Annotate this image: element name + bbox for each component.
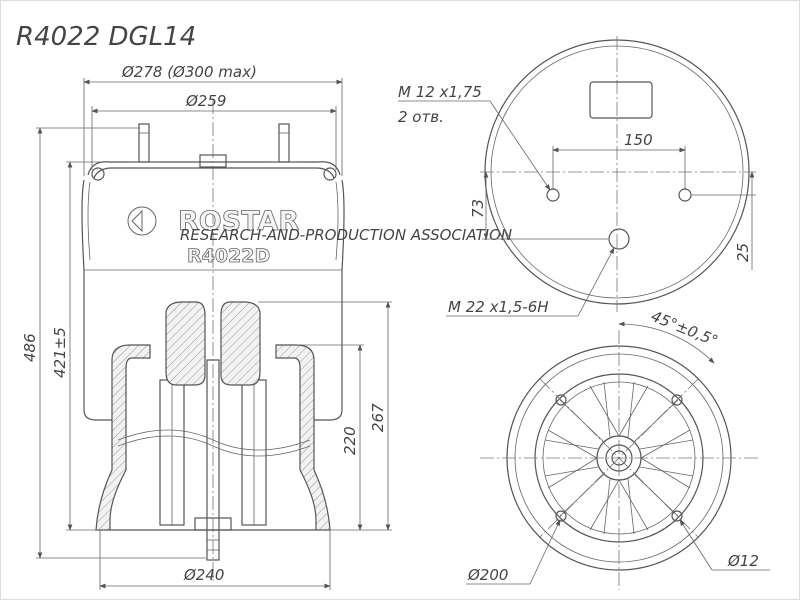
dim-piston-220: 220 [296,344,364,531]
label-diameter-200: Ø200 [467,566,508,584]
brand-name: ROSTAR [178,206,299,237]
bump-stop-right [220,301,261,386]
dim-bolt-spacing-label: 150 [624,131,653,149]
brand-logo: ROSTAR RESEARCH-AND-PRODUCTION ASSOCIATI… [127,206,512,267]
bottom-ribs [544,381,694,535]
dim-top-plate-label: Ø259 [185,92,226,110]
label-hole-12: Ø12 [727,552,759,570]
mount-hole-2 [671,394,683,406]
dim-offset-25-label: 25 [734,243,752,262]
dim-offset-73-label: 73 [469,199,487,218]
dim-height-total: 486 [21,127,206,559]
dim-height-nominal: 421±5 [51,161,100,531]
dim-bolt-spacing: 150 [552,131,686,190]
mount-hole-3 [555,510,567,522]
dim-angle-label: 45°±0,5° [649,307,721,350]
model-name: R4022D [187,245,270,267]
stud-hole-left [546,188,560,202]
dim-angle: 45°±0,5° [618,307,721,364]
dim-piston-220-label: 220 [341,426,359,455]
dim-height-nominal-label: 421±5 [51,327,69,378]
bottom-view: 45°±0,5° Ø200 Ø12 [466,307,770,590]
top-view: 150 73 25 M 12 x1,75 2 отв. M 22 x1,5-6H [398,36,756,317]
dim-top-plate-diameter: Ø259 [91,92,337,170]
dim-piston-diameter: Ø240 [99,530,331,590]
dim-piston-267-label: 267 [369,403,387,432]
dim-height-total-label: 486 [21,333,39,362]
mount-hole-1 [555,394,567,406]
side-view: ROSTAR RESEARCH-AND-PRODUCTION ASSOCIATI… [21,63,512,590]
break-line [117,429,311,451]
dim-piston-267: 267 [258,301,392,531]
label-thread-count: 2 отв. [398,108,444,126]
bellows-right [309,179,345,421]
dim-outer-diameter: Ø278 (Ø300 max) [83,63,343,176]
top-stud-left [130,123,158,163]
bump-stop-left [165,301,206,386]
drawing-title: R4022 DGL14 [16,22,196,52]
dim-piston-diameter-label: Ø240 [183,566,224,584]
center-bolt [206,359,220,561]
label-thread-m12: M 12 x1,75 [398,83,482,101]
air-fitting-slot [589,81,653,119]
leader-m22: M 22 x1,5-6H [446,247,615,317]
dim-outer-diameter-label: Ø278 (Ø300 max) [121,63,257,81]
top-stud-right [270,123,298,163]
leader-hole-12: Ø12 [679,519,770,571]
brand-tagline: RESEARCH-AND-PRODUCTION ASSOCIATION [180,226,512,244]
stud-hole-right [678,188,692,202]
air-port [608,228,630,250]
leader-m12: M 12 x1,75 2 отв. [398,83,551,191]
piston-shell [95,344,331,531]
label-thread-m22: M 22 x1,5-6H [448,298,549,316]
leader-diameter-200: Ø200 [466,519,561,585]
dim-offset-25: 25 [692,171,756,270]
bellows-left [81,179,117,421]
dim-offset-73: 73 [469,171,608,240]
mount-hole-4 [671,510,683,522]
